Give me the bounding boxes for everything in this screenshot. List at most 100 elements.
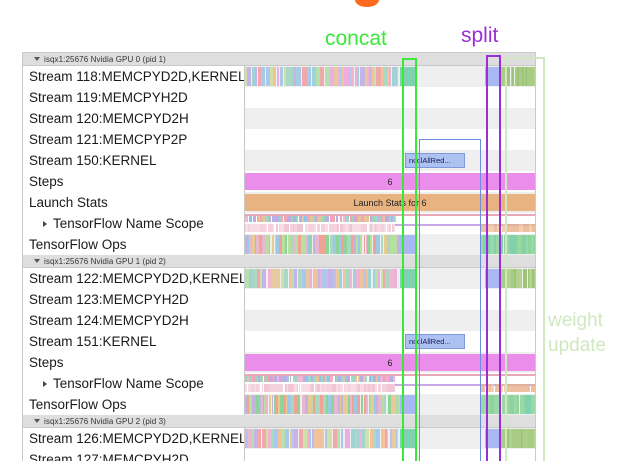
track-row[interactable]: TensorFlow Name Scope [23, 373, 535, 394]
launch-stats-bar[interactable]: Launch Stats for 6 [245, 194, 535, 211]
track-row-label-cell[interactable]: Stream 120:MEMCPYD2H [23, 108, 245, 129]
steps-bar[interactable]: 6 [245, 173, 535, 190]
track-row-label-cell[interactable]: Stream 118:MEMCPYD2D,KERNEL,ME [23, 66, 245, 87]
timeline-track[interactable] [245, 449, 535, 461]
nccl-allreduce-block[interactable]: ncclAllRed... [405, 153, 465, 168]
track-row[interactable]: TensorFlow Name Scope [23, 213, 535, 234]
track-row[interactable]: Stream 121:MEMCPYP2P [23, 129, 535, 150]
trace-block [513, 269, 517, 288]
timeline-track[interactable] [245, 108, 535, 129]
trace-block [501, 235, 504, 254]
trace-block [342, 214, 346, 222]
track-row[interactable]: Stream 151:KERNEL ncclAllRed... [23, 331, 535, 352]
timeline-track[interactable] [245, 373, 535, 394]
track-row[interactable]: Stream 119:MEMCPYH2D [23, 87, 535, 108]
timeline-track[interactable]: 6 [245, 171, 535, 192]
trace-block [322, 269, 326, 288]
trace-block [346, 429, 350, 448]
track-row-label: TensorFlow Name Scope [53, 216, 204, 231]
track-row[interactable]: Stream 123:MEMCPYH2D [23, 289, 535, 310]
trace-block [339, 269, 342, 288]
track-row[interactable]: TensorFlow Ops [23, 394, 535, 415]
trace-block [281, 214, 284, 222]
track-row-label: TensorFlow Name Scope [53, 376, 204, 391]
timeline-track[interactable]: 6 [245, 352, 535, 373]
trace-block [357, 269, 361, 288]
trace-block-concat [400, 269, 416, 288]
trace-block [531, 269, 533, 288]
trace-block [352, 384, 356, 392]
track-row-label-cell[interactable]: Stream 151:KERNEL [23, 331, 245, 352]
track-row-label: Steps [29, 355, 64, 370]
track-row-label-cell[interactable]: Stream 127:MEMCPYH2D [23, 449, 245, 461]
nccl-allreduce-block[interactable]: ncclAllRed... [405, 334, 465, 349]
track-row-label-cell[interactable]: Stream 119:MEMCPYH2D [23, 87, 245, 108]
track-row[interactable]: Stream 118:MEMCPYD2D,KERNEL,ME [23, 66, 535, 87]
trace-block [379, 214, 381, 222]
trace-viewer-panel[interactable]: isqx1:25676 Nvidia GPU 0 (pid 1)Stream 1… [22, 52, 536, 461]
track-row-label-cell[interactable]: Stream 126:MEMCPYD2D,KERNEL,MI [23, 428, 245, 449]
trace-block [289, 395, 292, 414]
trace-block [250, 384, 254, 392]
track-row-label-cell[interactable]: TensorFlow Ops [23, 234, 245, 255]
track-row[interactable]: Stream 127:MEMCPYH2D [23, 449, 535, 461]
trace-block [332, 214, 336, 222]
track-row-label-cell[interactable]: TensorFlow Name Scope [23, 213, 245, 234]
track-row-label-cell[interactable]: Stream 124:MEMCPYD2H [23, 310, 245, 331]
trace-block [361, 224, 364, 232]
group-header[interactable]: isqx1:25676 Nvidia GPU 1 (pid 2) [23, 255, 535, 268]
track-row-label-cell[interactable]: Stream 121:MEMCPYP2P [23, 129, 245, 150]
chevron-down-icon[interactable] [34, 57, 40, 61]
trace-block [320, 67, 324, 86]
track-row[interactable]: Stream 126:MEMCPYD2D,KERNEL,MI [23, 428, 535, 449]
group-header[interactable]: isqx1:25676 Nvidia GPU 0 (pid 1) [23, 53, 535, 66]
track-row[interactable]: Stream 120:MEMCPYD2H [23, 108, 535, 129]
track-row[interactable]: Stream 122:MEMCPYD2D,KERNEL,MI [23, 268, 535, 289]
timeline-track[interactable]: ncclAllRed... [245, 150, 535, 171]
timeline-track[interactable] [245, 213, 535, 234]
trace-block [292, 429, 295, 448]
steps-bar[interactable]: 6 [245, 354, 535, 371]
chevron-right-icon[interactable] [43, 380, 47, 387]
timeline-track[interactable] [245, 428, 535, 449]
trace-block [307, 224, 309, 232]
track-row-label-cell[interactable]: Stream 123:MEMCPYH2D [23, 289, 245, 310]
timeline-track[interactable] [245, 268, 535, 289]
timeline-track[interactable] [245, 310, 535, 331]
steps-bar-label: 6 [387, 357, 393, 368]
trace-block [493, 224, 498, 232]
chevron-down-icon[interactable] [34, 419, 40, 423]
timeline-track[interactable]: Launch Stats for 6 [245, 192, 535, 213]
timeline-track[interactable] [245, 87, 535, 108]
timeline-track[interactable] [245, 234, 535, 255]
track-row-label-cell[interactable]: TensorFlow Name Scope [23, 373, 245, 394]
track-row-label-cell[interactable]: Steps [23, 171, 245, 192]
track-row-label-cell[interactable]: Stream 150:KERNEL [23, 150, 245, 171]
trace-block [292, 224, 295, 232]
trace-block [491, 224, 494, 232]
timeline-track[interactable] [245, 66, 535, 87]
track-row[interactable]: Stream 124:MEMCPYD2H [23, 310, 535, 331]
trace-block [509, 224, 512, 232]
trace-block [297, 235, 301, 254]
track-row[interactable]: Steps 6 [23, 352, 535, 373]
trace-block [310, 235, 313, 254]
track-row-label-cell[interactable]: TensorFlow Ops [23, 394, 245, 415]
trace-block [307, 395, 311, 414]
timeline-track[interactable] [245, 394, 535, 415]
timeline-track[interactable] [245, 129, 535, 150]
trace-block [349, 214, 353, 222]
track-row[interactable]: TensorFlow Ops [23, 234, 535, 255]
timeline-track[interactable]: ncclAllRed... [245, 331, 535, 352]
track-row[interactable]: Stream 150:KERNEL ncclAllRed... [23, 150, 535, 171]
track-row-label-cell[interactable]: Launch Stats [23, 192, 245, 213]
trace-block [393, 374, 395, 382]
chevron-down-icon[interactable] [34, 259, 40, 263]
track-row-label-cell[interactable]: Steps [23, 352, 245, 373]
group-header[interactable]: isqx1:25676 Nvidia GPU 2 (pid 3) [23, 415, 535, 428]
timeline-track[interactable] [245, 289, 535, 310]
chevron-right-icon[interactable] [43, 220, 47, 227]
track-row-label-cell[interactable]: Stream 122:MEMCPYD2D,KERNEL,MI [23, 268, 245, 289]
